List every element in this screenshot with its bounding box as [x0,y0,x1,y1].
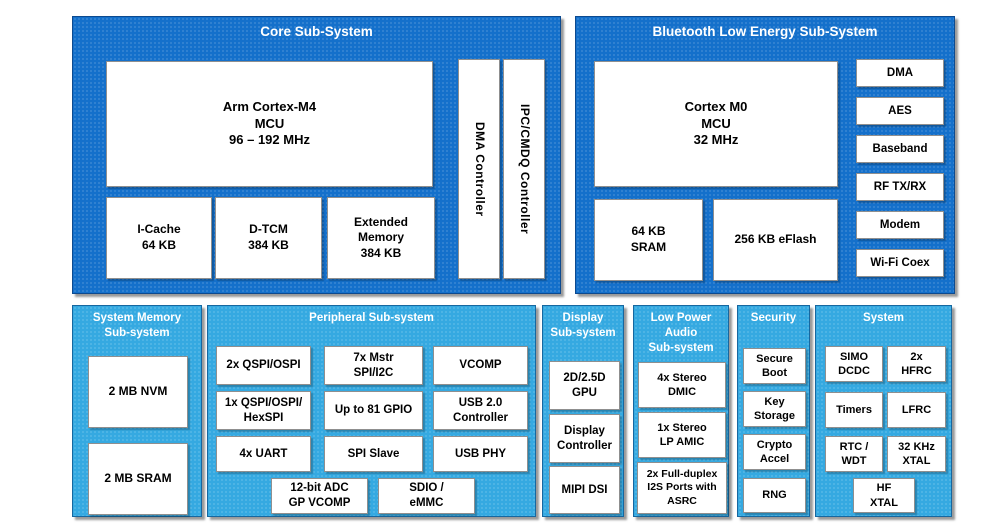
rtc-wdt-block: RTC / WDT [825,436,883,472]
system-memory-title: System Memory Sub-system [92,312,182,339]
extended-memory-block: Extended Memory 384 KB [327,197,435,279]
hf-xtal-block: HF XTAL [853,478,915,513]
security-title: Security [750,312,797,324]
adc-vcomp-block: 12-bit ADC GP VCOMP [271,478,368,514]
rng-block: RNG [743,478,806,513]
uart-block: 4x UART [216,436,311,472]
mipi-dsi-block: MIPI DSI [549,466,620,514]
ble-subsystem-title: Bluetooth Low Energy Sub-System [652,24,878,39]
mstr-spi-i2c-block: 7x Mstr SPI/I2C [324,346,423,385]
icache-block: I-Cache 64 KB [106,197,212,279]
ipc-cmdq-controller-block: IPC/CMDQ Controller [503,59,545,279]
sdio-emmc-block: SDIO / eMMC [378,478,475,514]
dma-controller-block: DMA Controller [458,59,500,279]
system-memory-panel: System Memory Sub-system 2 MB NVM 2 MB S… [72,305,202,517]
simo-dcdc-block: SIMO DCDC [825,346,883,382]
system-sram-block: 2 MB SRAM [88,443,188,515]
gpu-block: 2D/2.5D GPU [549,361,620,410]
peripheral-title: Peripheral Sub-system [309,312,434,324]
system-panel: System SIMO DCDC 2x HFRC Timers LFRC RTC… [815,305,952,517]
dtcm-block: D-TCM 384 KB [215,197,322,279]
nvm-block: 2 MB NVM [88,356,188,428]
cortex-m4-block: Arm Cortex-M4 MCU 96 – 192 MHz [106,61,433,187]
key-storage-block: Key Storage [743,391,806,427]
audio-title: Low Power Audio Sub-system [648,312,714,354]
ble-dma-block: DMA [856,59,944,87]
vcomp-block: VCOMP [433,346,528,385]
peripheral-panel: Peripheral Sub-system 2x QSPI/OSPI 7x Ms… [207,305,536,517]
ble-aes-block: AES [856,97,944,125]
security-panel: Security Secure Boot Key Storage Crypto … [737,305,810,517]
gpio-block: Up to 81 GPIO [324,391,423,430]
cortex-m0-block: Cortex M0 MCU 32 MHz [594,61,838,187]
usb-phy-block: USB PHY [433,436,528,472]
secure-boot-block: Secure Boot [743,348,806,384]
ble-sram-block: 64 KB SRAM [594,199,703,281]
usb2-controller-block: USB 2.0 Controller [433,391,528,430]
system-title: System [863,312,904,324]
xtal-32khz-block: 32 KHz XTAL [887,436,946,472]
qspi-ospi-block: 2x QSPI/OSPI [216,346,311,385]
ble-rf-txrx-block: RF TX/RX [856,173,944,201]
core-subsystem-title: Core Sub-System [260,24,373,39]
display-title: Display Sub-system [550,312,616,339]
hfrc-block: 2x HFRC [887,346,946,382]
ble-subsystem-panel: Bluetooth Low Energy Sub-System Cortex M… [575,16,955,294]
ble-baseband-block: Baseband [856,135,944,163]
lfrc-block: LFRC [887,392,946,428]
dmic-block: 4x Stereo DMIC [638,362,726,408]
audio-panel: Low Power Audio Sub-system 4x Stereo DMI… [633,305,729,517]
ble-modem-block: Modem [856,211,944,239]
core-subsystem-panel: Core Sub-System Arm Cortex-M4 MCU 96 – 1… [72,16,561,294]
display-panel: Display Sub-system 2D/2.5D GPU Display C… [542,305,624,517]
ble-eflash-block: 256 KB eFlash [713,199,838,281]
timers-block: Timers [825,392,883,428]
display-controller-block: Display Controller [549,414,620,463]
hexspi-block: 1x QSPI/OSPI/ HexSPI [216,391,311,430]
i2s-asrc-block: 2x Full-duplex I2S Ports with ASRC [637,462,727,514]
spi-slave-block: SPI Slave [324,436,423,472]
amic-block: 1x Stereo LP AMIC [638,412,726,458]
ble-wifi-coex-block: Wi-Fi Coex [856,249,944,277]
crypto-accel-block: Crypto Accel [743,434,806,470]
ble-radio-column: DMA AES Baseband RF TX/RX Modem Wi-Fi Co… [856,59,944,277]
